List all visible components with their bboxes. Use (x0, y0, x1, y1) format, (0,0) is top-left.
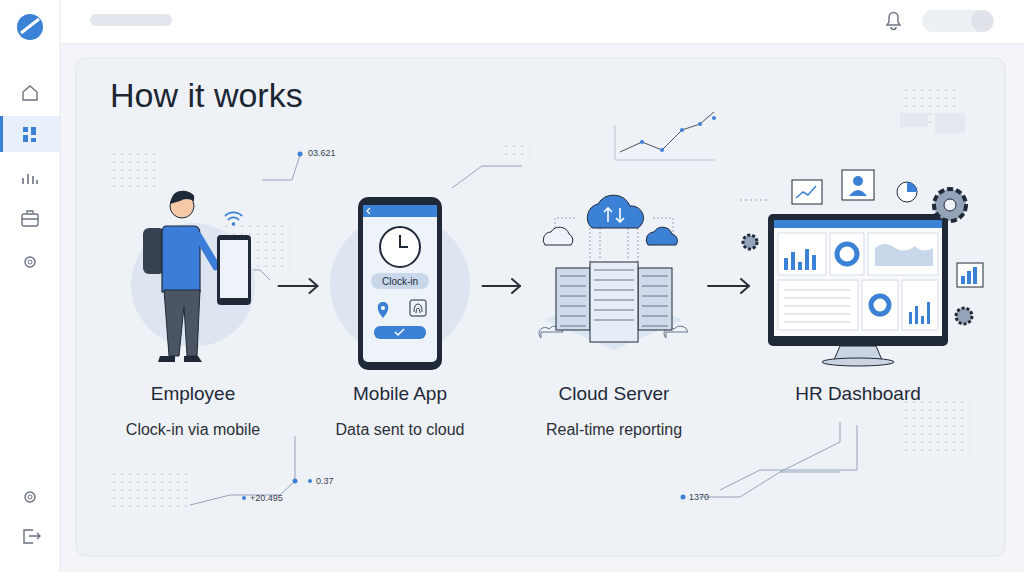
step-description: Data sent to cloud (332, 421, 469, 439)
data-value: +20.495 (250, 493, 283, 503)
step-description: Real-time reporting (534, 421, 694, 439)
card (76, 58, 1005, 556)
step-heading: Employee (122, 383, 265, 405)
data-value: 0.37 (316, 476, 334, 486)
step-heading: HR Dashboard (763, 383, 953, 405)
step-node: Mobile AppData sent to cloud (332, 180, 469, 465)
cloud-server-illustration (539, 195, 688, 350)
flow-arrow (708, 279, 749, 293)
hr-dashboard-illustration (743, 170, 983, 366)
step-description: Clock-in via mobile (122, 421, 265, 439)
decorative-lines (190, 112, 857, 505)
button-label: Clock-in (382, 276, 418, 287)
rack-slots (560, 270, 668, 326)
step-heading: Cloud Server (534, 383, 694, 405)
step-node: HR Dashboard (763, 160, 953, 445)
data-value: 1370 (689, 492, 709, 502)
sidebar (0, 0, 60, 572)
mobile-app-illustration (330, 197, 470, 370)
step-heading: Mobile App (332, 383, 469, 405)
flow-arrow (483, 279, 521, 293)
step-node: EmployeeClock-in via mobile (122, 180, 265, 465)
top-bar (0, 0, 1024, 44)
flow-arrow (279, 279, 318, 293)
step-node: Cloud ServerReal-time reporting (534, 180, 694, 465)
data-value: 03.621 (308, 148, 336, 158)
diagram-title: How it works (110, 76, 303, 115)
employee-illustration (131, 191, 255, 362)
